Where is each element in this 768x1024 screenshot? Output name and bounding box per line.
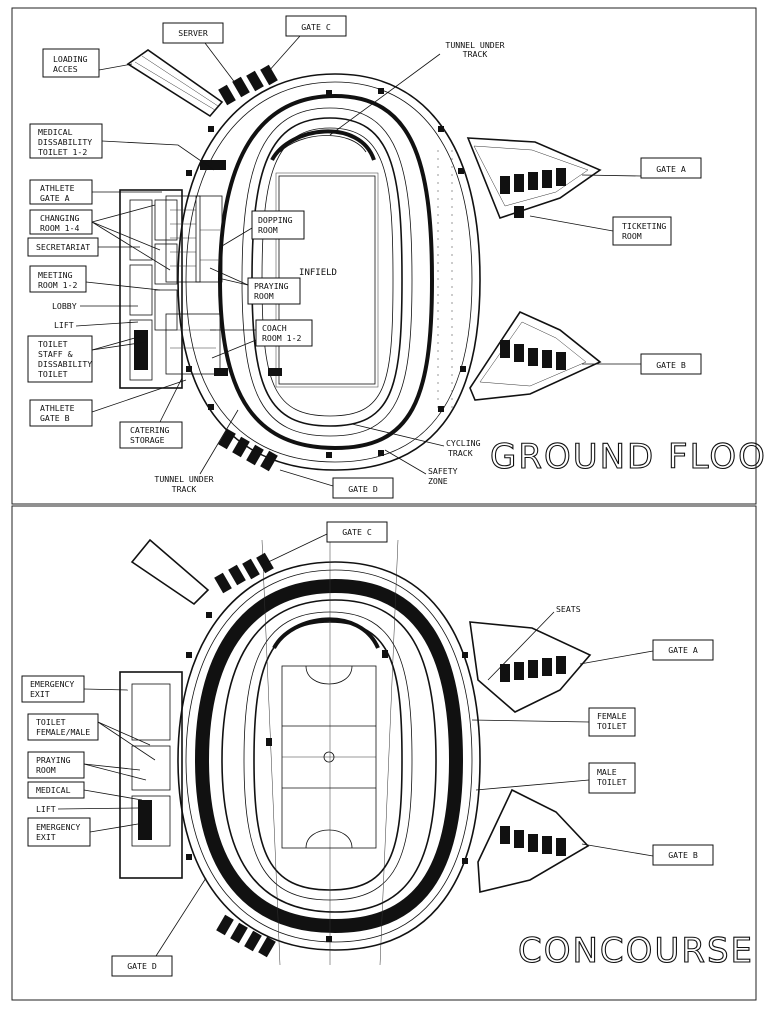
tunnel-top-label-1: TUNNEL UNDER — [445, 40, 504, 50]
catering-label-2: STORAGE — [130, 435, 165, 445]
safety-zone-label-2: ZONE — [428, 476, 448, 486]
cycling-track-label-1: CYCLING — [446, 438, 481, 448]
ground-floor-plan: INFIELD — [119, 49, 768, 478]
lift-label: LIFT — [54, 320, 74, 330]
toilet-staff-label-2: STAFF & — [38, 349, 73, 359]
athlete-gate-a-label-2: GATE A — [40, 193, 70, 203]
server-label: SERVER — [178, 28, 208, 38]
secretariat-label: SECRETARIAT — [36, 242, 90, 252]
safety-zone-label-1: SAFETY — [428, 466, 458, 476]
toilet-fm-label-1: TOILET — [36, 717, 66, 727]
ground-floor-title: GROUND FLOOR — [490, 437, 768, 477]
meeting-label-2: ROOM 1-2 — [38, 280, 78, 290]
emergency-exit-bottom-label-1: EMERGENCY — [36, 822, 80, 832]
dopping-room-label-2: ROOM — [258, 225, 278, 235]
c-gate-d-label: GATE D — [127, 961, 157, 971]
toilet-staff-label-4: TOILET — [38, 369, 68, 379]
concourse-plan: CONCOURSE — [119, 538, 754, 972]
changing-label-2: ROOM 1-4 — [40, 223, 80, 233]
tunnel-bottom-label-2: TRACK — [172, 484, 197, 494]
medical-label: MEDICAL — [36, 785, 71, 795]
female-toilet-label-2: TOILET — [597, 721, 627, 731]
c-praying-room-label-1: PRAYING — [36, 755, 71, 765]
ground-floor-callouts: SERVER GATE C TUNNEL UNDER TRACK LOADING… — [27, 15, 702, 499]
c-gate-a-label: GATE A — [668, 645, 698, 655]
loading-label-2: ACCES — [53, 64, 78, 74]
male-toilet-label-2: TOILET — [597, 777, 627, 787]
changing-label-1: CHANGING — [40, 213, 80, 223]
loading-label-1: LOADING — [53, 54, 88, 64]
c-gate-b-label: GATE B — [668, 850, 698, 860]
concourse-title: CONCOURSE — [518, 931, 754, 971]
toilet-staff-label-1: TOILET — [38, 339, 68, 349]
gate-d-label: GATE D — [348, 484, 378, 494]
ticketing-label-2: ROOM — [622, 231, 642, 241]
cycling-track-label-2: TRACK — [448, 448, 473, 458]
ground-floor-panel — [11, 7, 757, 505]
c-lift-label: LIFT — [36, 804, 56, 814]
coach-room-label-2: ROOM 1-2 — [262, 333, 302, 343]
toilet-staff-label-3: DISSABILITY — [38, 359, 92, 369]
coach-room-label-1: COACH — [262, 323, 287, 333]
female-toilet-label-1: FEMALE — [597, 711, 627, 721]
ticketing-label-1: TICKETING — [622, 221, 666, 231]
lobby-label: LOBBY — [52, 301, 77, 311]
male-toilet-label-1: MALE — [597, 767, 617, 777]
seats-label: SEATS — [556, 604, 581, 614]
emergency-exit-bottom-label-2: EXIT — [36, 832, 56, 842]
tunnel-bottom-label-1: TUNNEL UNDER — [154, 474, 213, 484]
praying-room-label-1: PRAYING — [254, 281, 289, 291]
infield-label: INFIELD — [299, 268, 337, 278]
athlete-gate-a-label-1: ATHLETE — [40, 183, 75, 193]
meeting-label-1: MEETING — [38, 270, 73, 280]
concourse-panel — [11, 505, 757, 1001]
athlete-gate-b-label-1: ATHLETE — [40, 403, 75, 413]
c-gate-c-label: GATE C — [342, 527, 372, 537]
medical-label-1: MEDICAL — [38, 127, 73, 137]
medical-label-3: TOILET 1-2 — [38, 147, 87, 157]
gate-a-label: GATE A — [656, 164, 686, 174]
medical-label-2: DISSABILITY — [38, 137, 92, 147]
toilet-fm-label-2: FEMALE/MALE — [36, 727, 90, 737]
emergency-exit-top-label-1: EMERGENCY — [30, 679, 74, 689]
athlete-gate-b-label-2: GATE B — [40, 413, 70, 423]
gate-b-label: GATE B — [656, 360, 686, 370]
catering-label-1: CATERING — [130, 425, 170, 435]
praying-room-label-2: ROOM — [254, 291, 274, 301]
c-praying-room-label-2: ROOM — [36, 765, 56, 775]
tunnel-top-label-2: TRACK — [463, 49, 488, 59]
gate-c-label: GATE C — [301, 22, 331, 32]
concourse-callouts: GATE C SEATS GATE A FEMALE TOILET MALE T… — [21, 521, 714, 977]
emergency-exit-top-label-2: EXIT — [30, 689, 50, 699]
dopping-room-label-1: DOPPING — [258, 215, 293, 225]
